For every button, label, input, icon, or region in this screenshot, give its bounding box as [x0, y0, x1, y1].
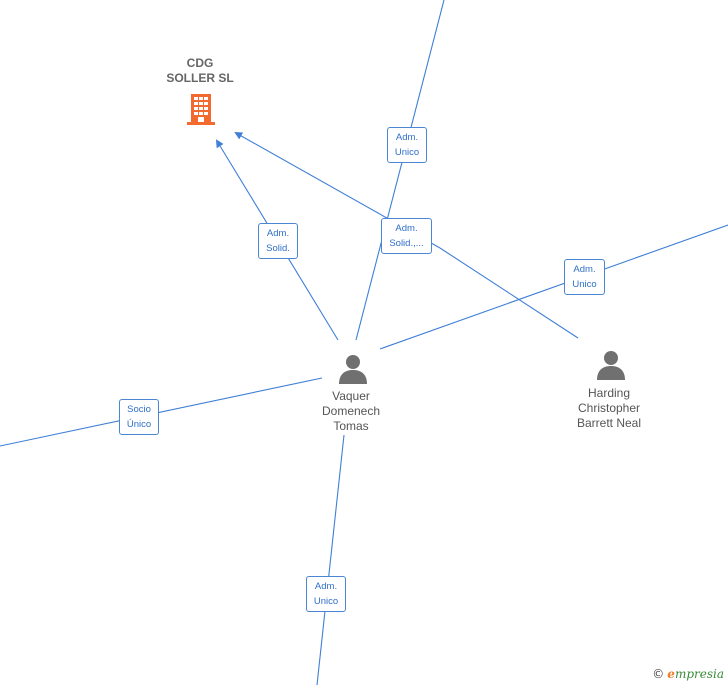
edge-label-adm-solid-multi[interactable]: Adm. Solid.,... [381, 218, 432, 254]
footer-brand: ©empresia [652, 667, 724, 681]
edge-line-right [379, 224, 728, 350]
edge-label-line2: Unico [572, 279, 597, 290]
company-node-label[interactable]: CDG SOLLER SL [145, 56, 255, 86]
edge-line-top [355, 0, 445, 341]
edge-label-adm-unico-top[interactable]: Adm. Unico [387, 127, 427, 163]
edge-label-line1: Adm. [314, 581, 338, 592]
person-name-line3: Barrett Neal [576, 416, 642, 430]
edge-label-line1: Socio [127, 404, 151, 415]
edge-label-adm-unico-bottom[interactable]: Adm. Unico [306, 576, 346, 612]
person-icon [597, 351, 625, 380]
edge-label-line2: Único [126, 419, 152, 430]
edge-label-line2: Unico [313, 596, 339, 607]
edge-label-adm-solid[interactable]: Adm. Solid. [258, 223, 298, 259]
edge-label-line1: Adm. [395, 132, 419, 143]
edge-line-bottom [316, 434, 345, 685]
edge-label-adm-unico-right[interactable]: Adm. Unico [564, 259, 605, 295]
building-icon [187, 94, 215, 125]
edge-line-left [0, 377, 323, 447]
edge-label-socio-unico[interactable]: Socio Único [119, 399, 159, 435]
person-name-line1: Harding [587, 386, 631, 400]
edge-label-line2: Solid. [266, 243, 290, 254]
copyright-symbol: © [652, 667, 665, 681]
person-name-line1: Vaquer [332, 389, 370, 403]
person-node-harding[interactable]: Harding Christopher Barrett Neal [554, 386, 664, 431]
brand-logo-e: e [667, 667, 675, 681]
edge-line-adm-solid-right [439, 247, 579, 339]
person-icon [339, 355, 367, 384]
brand-logo-text: mpresia [674, 667, 724, 681]
edge-label-line1: Adm. [266, 228, 290, 239]
edge-label-line2: Solid.,... [389, 238, 424, 249]
person-name-line2: Domenech [321, 404, 381, 418]
person-node-vaquer[interactable]: Vaquer Domenech Tomas [296, 389, 406, 434]
person-name-line2: Christopher [577, 401, 641, 415]
edge-label-line1: Adm. [395, 223, 418, 234]
company-name-line1: CDG [186, 56, 214, 70]
edge-label-line2: Unico [394, 147, 420, 158]
edge-label-line1: Adm. [573, 264, 596, 275]
person-name-line3: Tomas [333, 419, 369, 433]
company-name-line2: SOLLER SL [166, 71, 234, 85]
